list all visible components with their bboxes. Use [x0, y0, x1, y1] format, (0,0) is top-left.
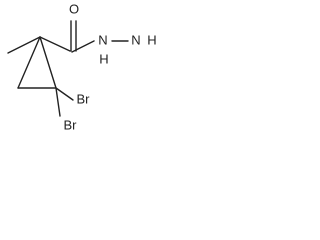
nitrogen-label-2: N	[131, 32, 140, 47]
oxygen-label: O	[69, 1, 79, 16]
structure-canvas: O N H N H Br Br	[0, 0, 166, 146]
nitrogen-hydrogen-label: H	[99, 51, 108, 66]
bond-group	[7, 20, 129, 117]
amide-bond	[71, 40, 95, 53]
bromine-label-2: Br	[64, 117, 78, 132]
ring-bond-left	[17, 36, 41, 89]
methyl-bond	[7, 36, 41, 54]
ring-bond-right	[39, 36, 57, 89]
nitrogen-hydrogen-label-2: H	[147, 32, 156, 47]
carbonyl-carbon-bond	[39, 36, 71, 52]
nitrogen-label-1: N	[98, 32, 107, 47]
c-br-bond-lower	[55, 87, 61, 117]
bromine-label-1: Br	[77, 91, 91, 106]
molecule-drawing: O N H N H Br Br	[7, 1, 157, 132]
c-br-bond-upper	[55, 87, 74, 101]
